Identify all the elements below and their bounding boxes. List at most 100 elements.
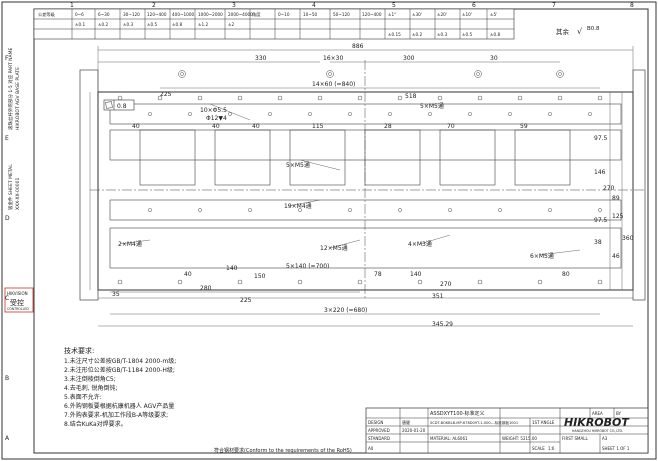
rail-hole-row: [148, 112, 602, 212]
tb-view: 1ST ANGLE: [532, 420, 555, 425]
notes-heading: 技术要求:: [64, 346, 94, 355]
top-hole-row: [117, 95, 603, 101]
dim-115: 115: [312, 123, 324, 130]
zone-col-7: 7: [552, 2, 556, 9]
tol-r3-3: 120~400: [362, 12, 382, 17]
dim-holes-14x60: 14×60 (=840): [312, 81, 355, 88]
dimension-texts: 886 330 16×30 300 30 14×60 (=840) 225 10…: [112, 43, 634, 328]
dim-right-46: 46: [612, 253, 620, 260]
vertical-note-4: XXX-XX-00001: [15, 178, 21, 210]
tol-rr1-3: ±10': [462, 12, 472, 17]
tol-rr2-3: ±0.5: [462, 32, 473, 37]
dim-28: 28: [384, 123, 392, 130]
dim-right-89: 89: [612, 195, 620, 202]
dim-b-351: 351: [432, 293, 444, 300]
dim-top-330: 330: [255, 55, 267, 62]
tol-r2-2: ±0.3: [123, 22, 134, 27]
note-line-7: 7.外购表要求-机加工作段B-A等级要求;: [64, 411, 168, 419]
dim-top-30: 30: [490, 55, 498, 62]
note-line-8: 8.结合KuKa对焊要求。: [64, 420, 127, 428]
dim-b-35: 35: [112, 291, 120, 298]
rohs-footer: 符合钢材要求(Conform to the requirements of th…: [214, 447, 352, 454]
stamp-brand: HIKVISION: [7, 291, 28, 296]
tb-size: A3: [602, 436, 608, 441]
tb-drawing-no: SCDT-BOKBLB-MP-678D09T-1-000---标准钢板1001: [430, 420, 518, 425]
dim-b-78: 78: [374, 271, 382, 278]
tolerance-table: 公差等级 0~6 6~30 30~120 120~400 400~1000 10…: [33, 8, 515, 40]
tb-first-small: FIRST SMALL: [562, 436, 588, 441]
dim-top-16x30: 16×30: [323, 55, 343, 62]
note-line-6: 6.外购钢板要根据杭康机器人 AGV产品量: [64, 402, 174, 410]
dim-right-97-5: 97.5: [594, 135, 608, 142]
zone-row-b: B: [5, 375, 9, 382]
left-margin-notes: 滚珠丝杆外购部分 1-5 对应 PART NAME HIKROBOT AGV B…: [7, 48, 21, 210]
note-line-4: 4.去毛刺, 锐角倒钝;: [64, 384, 118, 392]
dim-b-345-29: 345.29: [432, 321, 453, 328]
tol-r2-3: ±0.5: [147, 22, 158, 27]
zone-col-1: 1: [70, 2, 74, 9]
tol-r1-3: 120~400: [147, 12, 167, 17]
upper-rail: [109, 103, 622, 125]
inner-border: [33, 8, 649, 454]
dim-40a: 40: [132, 123, 140, 130]
zone-col-2: 2: [152, 2, 156, 9]
dim-518: 518: [405, 93, 417, 100]
dim-overall: 886: [352, 43, 364, 50]
dim-top-300: 300: [403, 55, 415, 62]
zone-row-d: D: [5, 215, 10, 222]
note-line-5: 5.表面不允许:: [64, 393, 102, 401]
tol-rr1-1: ±30': [412, 12, 422, 17]
tol-rr1-4: ±5': [490, 12, 497, 17]
tb-area-label: AREA: [592, 411, 603, 416]
zone-row-a: A: [5, 435, 10, 442]
zone-col-5: 5: [392, 2, 396, 9]
dim-b-80: 80: [562, 271, 570, 278]
tb-designer: 唐健: [402, 419, 410, 425]
dimension-lines: [89, 46, 634, 327]
dim-right-270: 270: [603, 185, 615, 192]
dim-b-150: 150: [254, 273, 266, 280]
vertical-note-1: 滚珠丝杆外购部分 1-5 对应 PART NAME: [7, 48, 14, 130]
tol-r3-1: 10~50: [303, 12, 318, 17]
note-4xm3: 4×M3通: [408, 240, 432, 248]
tol-r1-1: 6~30: [98, 12, 110, 17]
tol-label: 公差等级: [38, 11, 56, 18]
technical-notes: 技术要求: 1.未注尺寸公差按GB/T-1804 2000-m级; 2.未注形位…: [64, 346, 352, 454]
tb-date: 2020-01-20: [402, 428, 426, 433]
dim-70: 70: [447, 123, 455, 130]
note-19xm4: 19×M4通: [284, 202, 312, 210]
surface-value: B0.8: [587, 26, 600, 32]
dim-b-140: 140: [226, 265, 238, 272]
flatness-frame: 0.8: [103, 99, 135, 111]
part-view: [79, 60, 646, 301]
tol-r2-0: ±0.1: [75, 22, 86, 27]
zone-labels-left: F E D C B A: [5, 55, 10, 442]
tol-r3-0: 0~10: [278, 12, 290, 17]
tol-r1-2: 30~120: [123, 12, 140, 17]
tb-approved-label: APPROVED: [368, 428, 390, 433]
note-2xm4: 2×M4通: [118, 240, 142, 248]
stamp-sub: CONTROLLED: [7, 307, 29, 311]
bottom-hole-row: [117, 279, 603, 285]
tol-angle-label: 角度: [252, 11, 261, 18]
tol-r2-1: ±0.2: [98, 22, 109, 27]
title-block: ASSDXYT100-标准定义 AREA BY DESIGN 唐健 APPROV…: [365, 407, 649, 454]
zone-row-f: F: [5, 55, 9, 62]
note-6xm5: 6×M5通: [530, 252, 554, 260]
tol-rr2-4: ±0.8: [490, 32, 501, 37]
tol-r1-6: 2000~4000: [228, 12, 253, 17]
dim-b-40: 40: [184, 271, 192, 278]
tol-rr1-0: ±1°: [388, 12, 396, 17]
dim-b-140b: 140: [410, 271, 422, 278]
dim-right-38: 38: [594, 239, 602, 246]
stamp-text: 受控: [10, 298, 24, 307]
dim-left-225: 225: [160, 91, 172, 98]
note-line-1: 1.未注尺寸公差按GB/T-1804 2000-m级;: [64, 357, 176, 365]
tb-weight: WEIGHT: 5215.00: [502, 436, 537, 441]
dim-right-125: 125: [612, 213, 624, 220]
tol-rr2-0: ±0.15: [388, 32, 401, 37]
tol-r1-0: 0~6: [75, 12, 84, 17]
note-5xm5: 5×M5通: [286, 161, 310, 169]
